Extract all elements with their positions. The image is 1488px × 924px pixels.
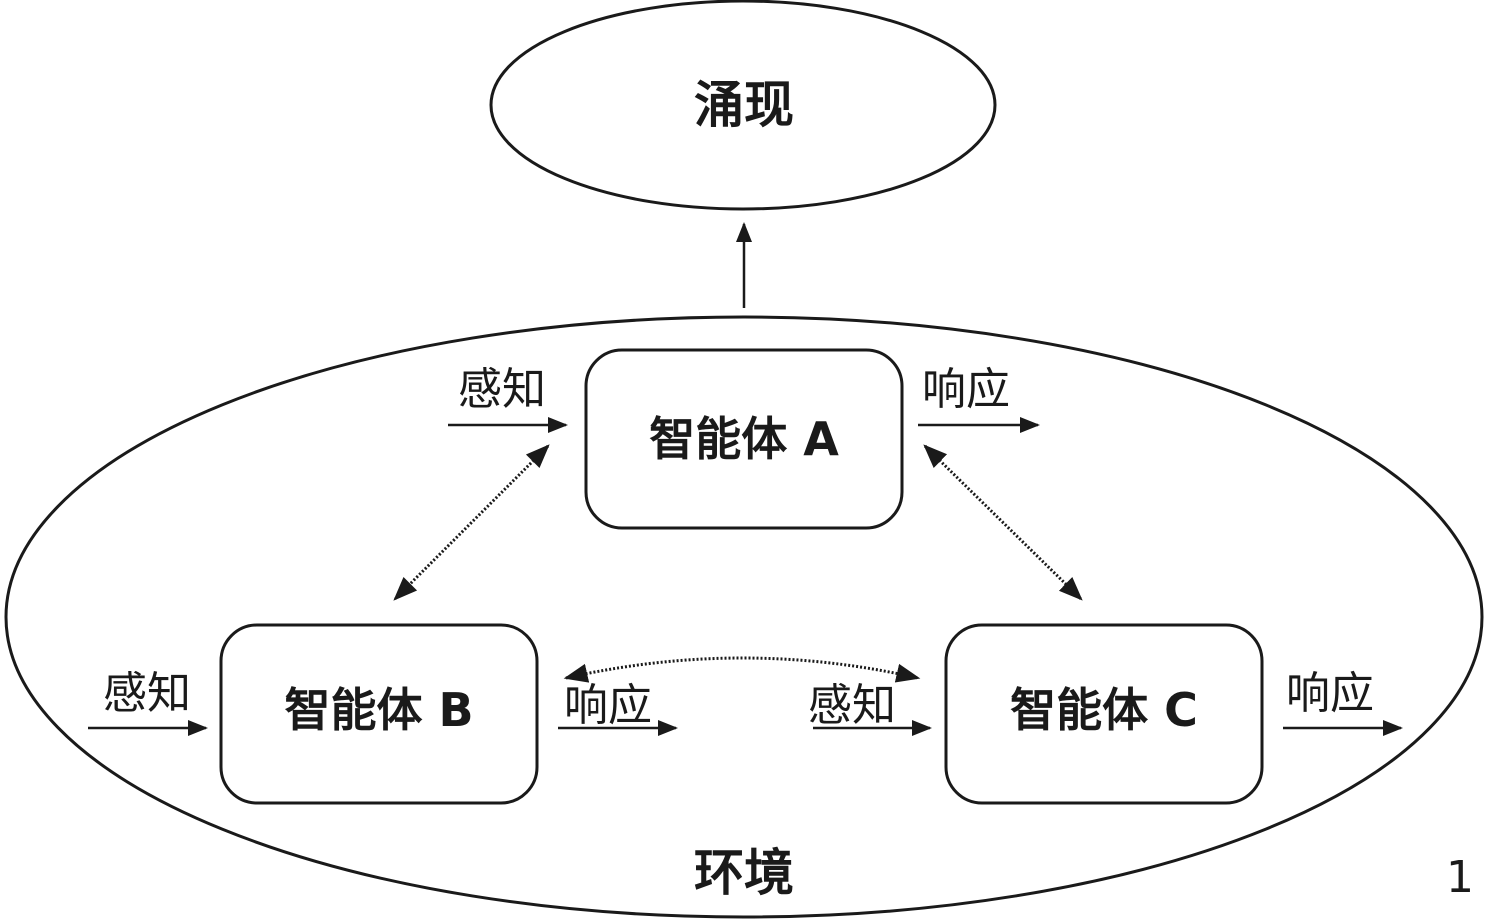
environment-ellipse <box>4 315 1484 919</box>
agent-b-input-label: 感知 <box>103 668 191 719</box>
agent-a-label: 智能体 A <box>649 412 839 466</box>
agent-a-box <box>584 348 904 530</box>
environment-label: 环境 <box>694 844 794 902</box>
agent-a-output-label: 响应 <box>922 364 1010 415</box>
interaction-a-b <box>393 444 550 601</box>
interaction-b-c <box>563 656 921 683</box>
emergence-label: 涌现 <box>694 76 794 134</box>
agent-c-output-label: 响应 <box>1286 668 1374 719</box>
agent-c-box <box>944 623 1264 805</box>
interaction-a-c <box>923 444 1083 601</box>
agent-b-label: 智能体 B <box>284 683 474 737</box>
page-number: 1 <box>1446 852 1474 903</box>
agent-c-input-label: 感知 <box>808 680 896 731</box>
agent-b-output-label: 响应 <box>564 680 652 731</box>
agent-c-label: 智能体 C <box>1010 683 1198 737</box>
agent-b-box <box>219 623 539 805</box>
agent-a-input-label: 感知 <box>458 364 546 415</box>
emergence-ellipse <box>489 0 997 211</box>
